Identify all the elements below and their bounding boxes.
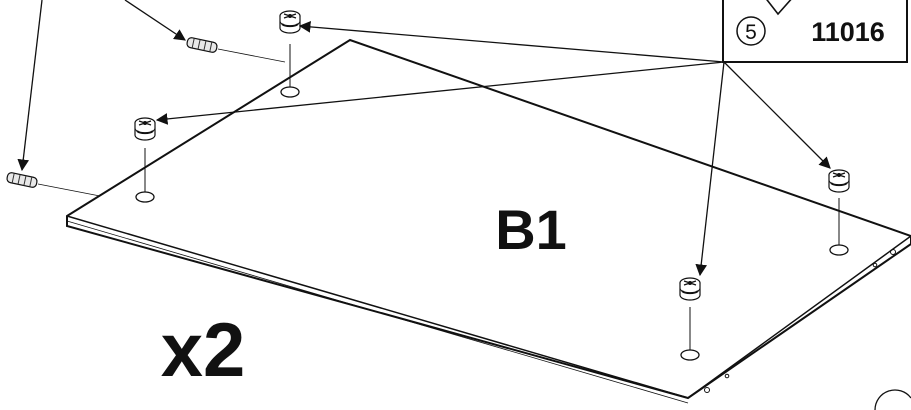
cam-fitting: [828, 169, 850, 193]
quantity-label: x2: [161, 308, 246, 393]
step-number: 5: [745, 21, 757, 44]
part-callout-box: 5 11016: [722, 0, 908, 63]
panel-label: B1: [495, 198, 567, 261]
part-code: 11016: [811, 17, 885, 47]
cam-fitting: [279, 10, 301, 34]
arrows: [17, 0, 831, 277]
dowel: [5, 171, 101, 197]
drill-holes: [135, 44, 849, 361]
cam-fitting: [134, 117, 156, 141]
step-number-circle: [736, 16, 766, 46]
panel-board: [66, 38, 911, 404]
cam-fitting: [679, 277, 701, 301]
dowel: [185, 36, 286, 63]
